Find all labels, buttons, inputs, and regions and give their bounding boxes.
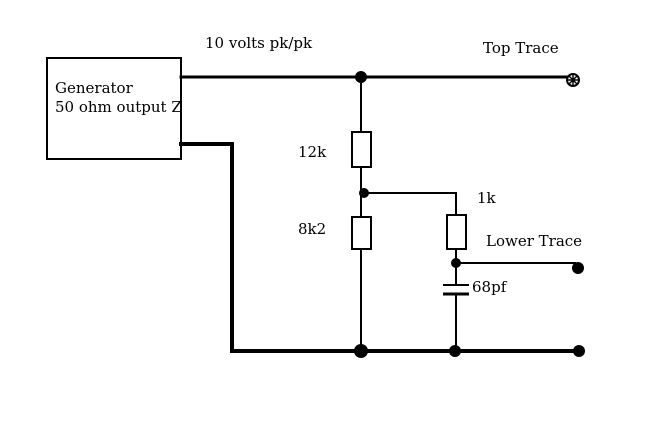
lower-trace-terminal (572, 262, 584, 274)
ground-junction-node-2 (449, 345, 461, 357)
resistor-1k-label: 1k (477, 189, 497, 207)
generator-label-line2: 50 ohm output Z (55, 98, 182, 116)
generator-box (46, 57, 182, 160)
generator-label-line1: Generator (55, 79, 134, 97)
resistor-8k2 (351, 216, 372, 250)
resistor-12k-label: 12k (298, 143, 327, 161)
resistor-8k2-label: 8k2 (298, 220, 326, 238)
top-trace-terminal (566, 73, 580, 87)
generator-block: Generator 50 ohm output Z (46, 57, 182, 160)
signal-amplitude-label: 10 volts pk/pk (205, 34, 313, 52)
ground-junction-node-1 (354, 344, 368, 358)
capacitor-68pf (443, 284, 469, 296)
wire-divider-to-1k (363, 192, 457, 216)
resistor-12k (351, 131, 372, 168)
resistor-1k (446, 214, 467, 250)
ground-terminal (573, 345, 585, 357)
top-trace-label: Top Trace (483, 39, 559, 57)
capacitor-label: 68pf (472, 278, 508, 296)
lower-trace-label: Lower Trace (486, 232, 582, 250)
ground-wire (179, 142, 577, 353)
